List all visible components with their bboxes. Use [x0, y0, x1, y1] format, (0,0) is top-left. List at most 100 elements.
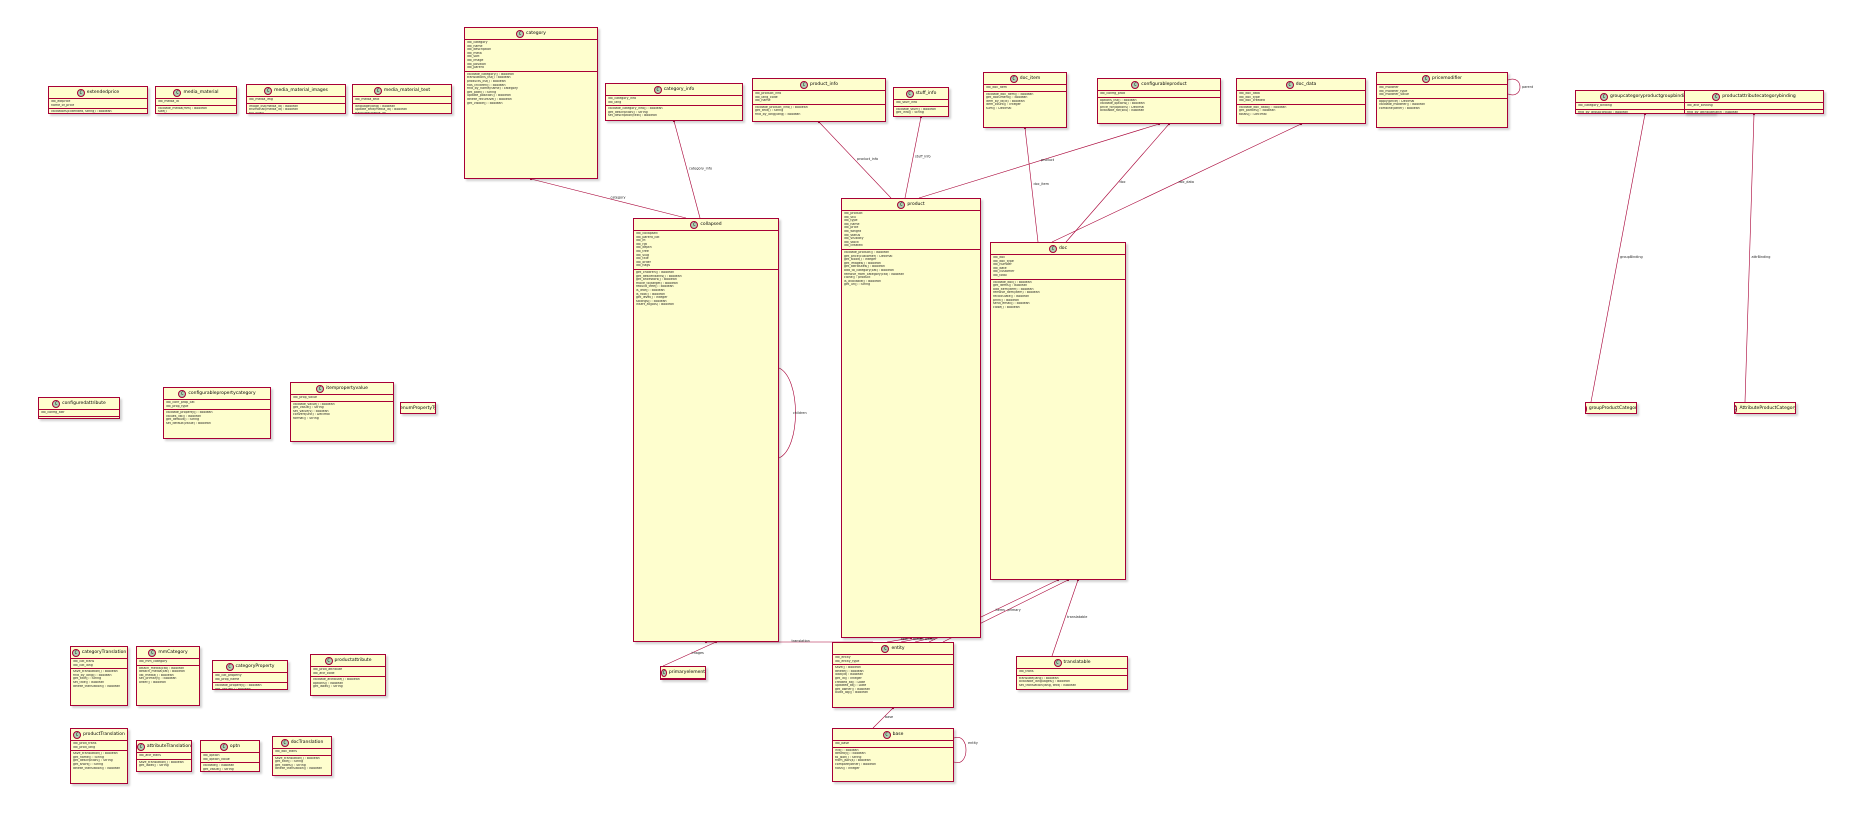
- field: idx_entity: [835, 656, 851, 659]
- method: insert_at(pos) : Boolean: [636, 303, 675, 307]
- method: sum() : Decimal: [986, 106, 1012, 110]
- method: detach_media(cat) : Boolean: [139, 670, 185, 674]
- method: size(): [158, 110, 167, 114]
- field: idx_sku: [844, 215, 856, 219]
- field: idx_cat_lang: [73, 663, 93, 667]
- class-name: optn: [229, 744, 241, 749]
- field: idx_doc_trans: [275, 750, 297, 753]
- class-icon: C: [280, 738, 289, 747]
- class-name: doc_item: [1019, 76, 1041, 81]
- relation-label: items: [996, 608, 1006, 612]
- relation-line: [1051, 123, 1302, 243]
- method: get_short() : String: [73, 762, 104, 766]
- method: item_count() : Integer: [986, 103, 1021, 107]
- field: idx_attr_trans: [139, 754, 161, 757]
- method: validate_modifier() : Boolean: [1379, 103, 1426, 107]
- method: validate_doc_item() : Boolean: [986, 92, 1034, 96]
- field: idx_extprice: [51, 100, 71, 103]
- field: idx_created: [844, 244, 863, 248]
- class-name: configurableproduct: [1141, 82, 1187, 87]
- field: idx_modifier_type: [1379, 89, 1408, 93]
- class-name: product: [907, 202, 925, 207]
- method: find_by_lang(lang) : Boolean: [755, 112, 801, 116]
- class-fields: idx_trans: [1017, 669, 1127, 676]
- field: idx_prop_value: [293, 396, 317, 399]
- method: translate(lang) : Boolean: [1019, 676, 1059, 680]
- field: idx_weight: [844, 229, 862, 233]
- field: idx_visibility: [844, 237, 864, 241]
- method: update_text(media_id) : Boolean: [355, 108, 408, 112]
- method: save_translation() : Boolean: [275, 756, 320, 760]
- method: move_to(target) : Boolean: [636, 281, 678, 285]
- field: idx_entity_type: [835, 659, 860, 663]
- field: idx_title: [636, 257, 649, 261]
- class-fields: idx_media_id: [156, 99, 236, 106]
- field: idx_name: [467, 44, 483, 48]
- class-enum-property-type: CenumPropertyType: [400, 402, 436, 414]
- method: get_items() : Boolean: [993, 284, 1028, 288]
- method: from_json(s) : Boolean: [835, 759, 871, 763]
- field: idx_tree: [636, 249, 649, 253]
- relation-line: [673, 120, 701, 219]
- relation-line: [872, 707, 894, 729]
- field: idx_name: [844, 222, 860, 226]
- class-icon: C: [1053, 658, 1062, 667]
- field: idx_prop_type: [166, 404, 189, 408]
- method: validators(Extended, string) : Boolean: [51, 110, 112, 114]
- field: idx_attr_code: [313, 671, 335, 675]
- method: get_value() : String: [203, 767, 234, 771]
- field: idx_category_binding: [1578, 104, 1612, 107]
- method: send_email() : Boolean: [993, 302, 1030, 306]
- field: idx_modifier_value: [1379, 93, 1409, 97]
- field: idx_doc: [993, 256, 1006, 259]
- field: idx_lang_code: [755, 95, 778, 99]
- class-fields: idx_base: [833, 741, 953, 748]
- class-fields: [661, 679, 705, 680]
- method: thumbnail(media_id) : Boolean: [249, 108, 299, 112]
- relation-label: doc: [1120, 180, 1126, 184]
- method: validate_category() : Boolean: [467, 72, 514, 76]
- method: created_at() : Date: [835, 680, 866, 684]
- method: get_id() : Integer: [835, 676, 862, 680]
- class-name: categoryTranslation: [81, 650, 127, 655]
- method: destroy() : Boolean: [835, 752, 866, 756]
- method: get_attributes() : Boolean: [844, 265, 885, 269]
- relation-label: base: [885, 715, 893, 719]
- class-icon: C: [73, 730, 82, 739]
- field: idx_parent: [467, 66, 484, 70]
- relation-label: product: [1041, 158, 1055, 162]
- method: get_info() : String: [896, 111, 924, 115]
- class-name: translatable: [1063, 660, 1091, 665]
- class-icon: C: [1712, 92, 1721, 101]
- relation-line: [1590, 113, 1646, 403]
- class-fields: idx_config_attr: [39, 410, 119, 417]
- relation-label: owner: [925, 637, 936, 641]
- field: idx_number: [993, 263, 1012, 267]
- relation-line: [914, 637, 932, 643]
- class-name: productattributecategorybinding: [1722, 94, 1796, 99]
- method: totals() : Decimal: [1239, 112, 1267, 116]
